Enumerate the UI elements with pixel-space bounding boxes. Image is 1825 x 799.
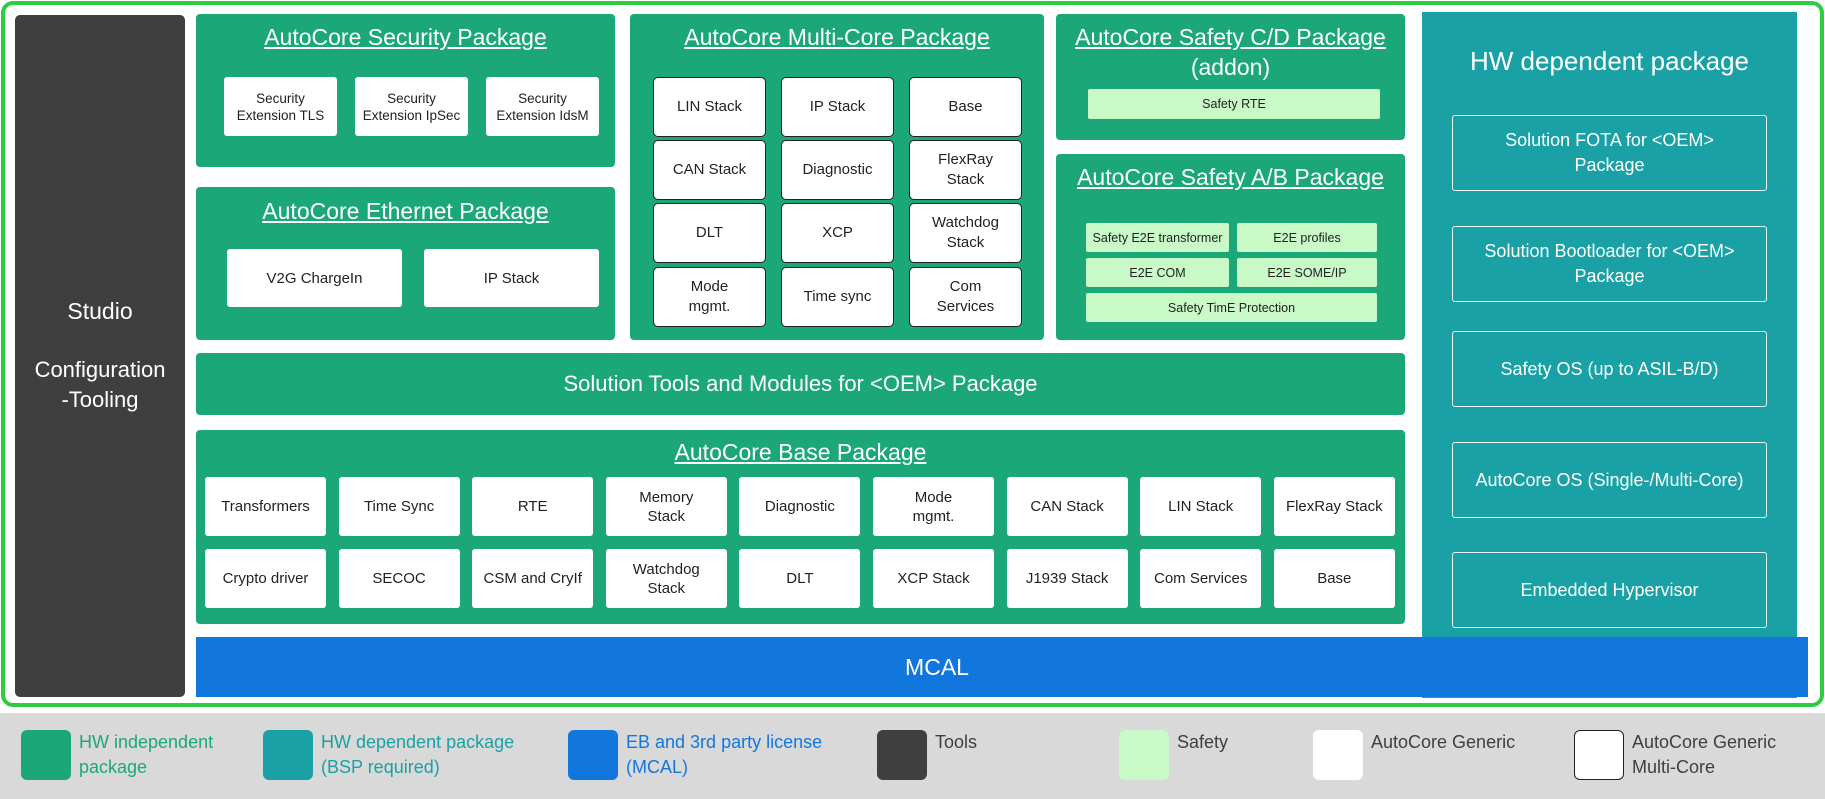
legend-label: Tools — [935, 732, 978, 752]
mcal-label: MCAL — [905, 653, 969, 680]
hw-item: AutoCore OS (Single-/Multi-Core) — [1452, 442, 1767, 518]
base-item: DLT — [739, 549, 861, 608]
safety-item: Safety E2E transformer — [1086, 223, 1229, 252]
base-item: Memory Stack — [605, 477, 727, 536]
multicore-package-title: AutoCore Multi-Core Package — [684, 24, 990, 50]
ethernet-package: AutoCore Ethernet Package V2G ChargeIn I… — [196, 187, 615, 340]
multicore-item: CAN Stack — [653, 140, 766, 200]
security-package-title: AutoCore Security Package — [264, 24, 547, 50]
legend-label: AutoCore Generic Multi-Core — [1632, 732, 1777, 777]
legend-swatch — [877, 730, 927, 780]
base-item: Com Services — [1140, 549, 1262, 608]
safety-ab-package: AutoCore Safety A/B Package Safety E2E t… — [1056, 154, 1405, 340]
safety-item: E2E COM — [1086, 258, 1229, 287]
studio-panel: Studio Configuration -Tooling — [15, 15, 185, 697]
solution-tools-package: Solution Tools and Modules for <OEM> Pac… — [196, 353, 1405, 415]
legend-label: HW dependent package (BSP required) — [321, 732, 515, 777]
legend-swatch — [1313, 730, 1363, 780]
base-item: Base — [1273, 549, 1395, 608]
hw-item: Solution FOTA for <OEM> Package — [1452, 115, 1767, 191]
multicore-item: Time sync — [781, 267, 894, 327]
safety-cd-package: AutoCore Safety C/D Package (addon) Safe… — [1056, 14, 1405, 140]
safety-item: Safety RTE — [1088, 89, 1380, 119]
safety-cd-package-subtitle: (addon) — [1190, 54, 1271, 80]
base-item: RTE — [472, 477, 594, 536]
base-item: Crypto driver — [205, 549, 326, 608]
multicore-item: XCP — [781, 203, 894, 263]
multicore-item: Watchdog Stack — [909, 203, 1022, 263]
ethernet-package-title: AutoCore Ethernet Package — [262, 198, 549, 224]
base-item: CAN Stack — [1006, 477, 1128, 536]
base-item: Transformers — [205, 477, 326, 536]
ethernet-item: IP Stack — [424, 249, 599, 307]
hw-item: Safety OS (up to ASIL-B/D) — [1452, 331, 1767, 407]
base-package-title: AutoCore Base Package — [674, 439, 927, 465]
legend-swatch — [1574, 730, 1624, 780]
multicore-item: LIN Stack — [653, 77, 766, 137]
diagram-frame — [1, 1, 1824, 707]
multicore-item: IP Stack — [781, 77, 894, 137]
security-item: Security Extension TLS — [224, 77, 337, 136]
legend-label: Safety — [1177, 732, 1229, 752]
base-item: Watchdog Stack — [605, 549, 727, 608]
studio-title: Studio — [67, 298, 133, 324]
base-item: J1939 Stack — [1006, 549, 1128, 608]
legend-label: EB and 3rd party license (MCAL) — [626, 732, 823, 777]
multicore-item: Com Services — [909, 267, 1022, 327]
base-item: LIN Stack — [1140, 477, 1262, 536]
safety-item: Safety TimE Protection — [1086, 293, 1377, 322]
security-item: Security Extension IpSec — [355, 77, 468, 136]
base-item: Time Sync — [338, 477, 460, 536]
security-package: AutoCore Security Package Security Exten… — [196, 14, 615, 167]
base-item: SECOC — [338, 549, 460, 608]
security-item: Security Extension IdsM — [486, 77, 599, 136]
multicore-item: Base — [909, 77, 1022, 137]
safety-item: E2E profiles — [1237, 223, 1377, 252]
base-item: CSM and CryIf — [472, 549, 594, 608]
multicore-item: Mode mgmt. — [653, 267, 766, 327]
base-item: Diagnostic — [739, 477, 861, 536]
base-item: FlexRay Stack — [1273, 477, 1395, 536]
multicore-item: DLT — [653, 203, 766, 263]
legend-swatch — [568, 730, 618, 780]
safety-cd-package-title: AutoCore Safety C/D Package — [1075, 24, 1386, 50]
ethernet-item: V2G ChargeIn — [227, 249, 402, 307]
multicore-item: FlexRay Stack — [909, 140, 1022, 200]
legend-label: HW independent package — [79, 732, 214, 777]
hw-item: Solution Bootloader for <OEM> Package — [1452, 226, 1767, 302]
solution-tools-label: Solution Tools and Modules for <OEM> Pac… — [563, 371, 1038, 396]
hw-item: Embedded Hypervisor — [1452, 552, 1767, 628]
legend: HW independent package HW dependent packa… — [0, 713, 1825, 799]
base-item: Mode mgmt. — [873, 477, 994, 536]
legend-swatch — [21, 730, 71, 780]
studio-subtitle: Configuration -Tooling — [34, 357, 166, 412]
base-item: XCP Stack — [873, 549, 994, 608]
safety-item: E2E SOME/IP — [1237, 258, 1377, 287]
mcal-layer: MCAL — [196, 637, 1808, 697]
legend-label: AutoCore Generic — [1371, 732, 1516, 752]
legend-swatch — [263, 730, 313, 780]
safety-ab-package-title: AutoCore Safety A/B Package — [1077, 164, 1384, 190]
legend-swatch — [1119, 730, 1169, 780]
hw-package-title: HW dependent package — [1470, 46, 1749, 76]
hw-dependent-package: HW dependent package Solution FOTA for <… — [1422, 12, 1797, 698]
multicore-item: Diagnostic — [781, 140, 894, 200]
